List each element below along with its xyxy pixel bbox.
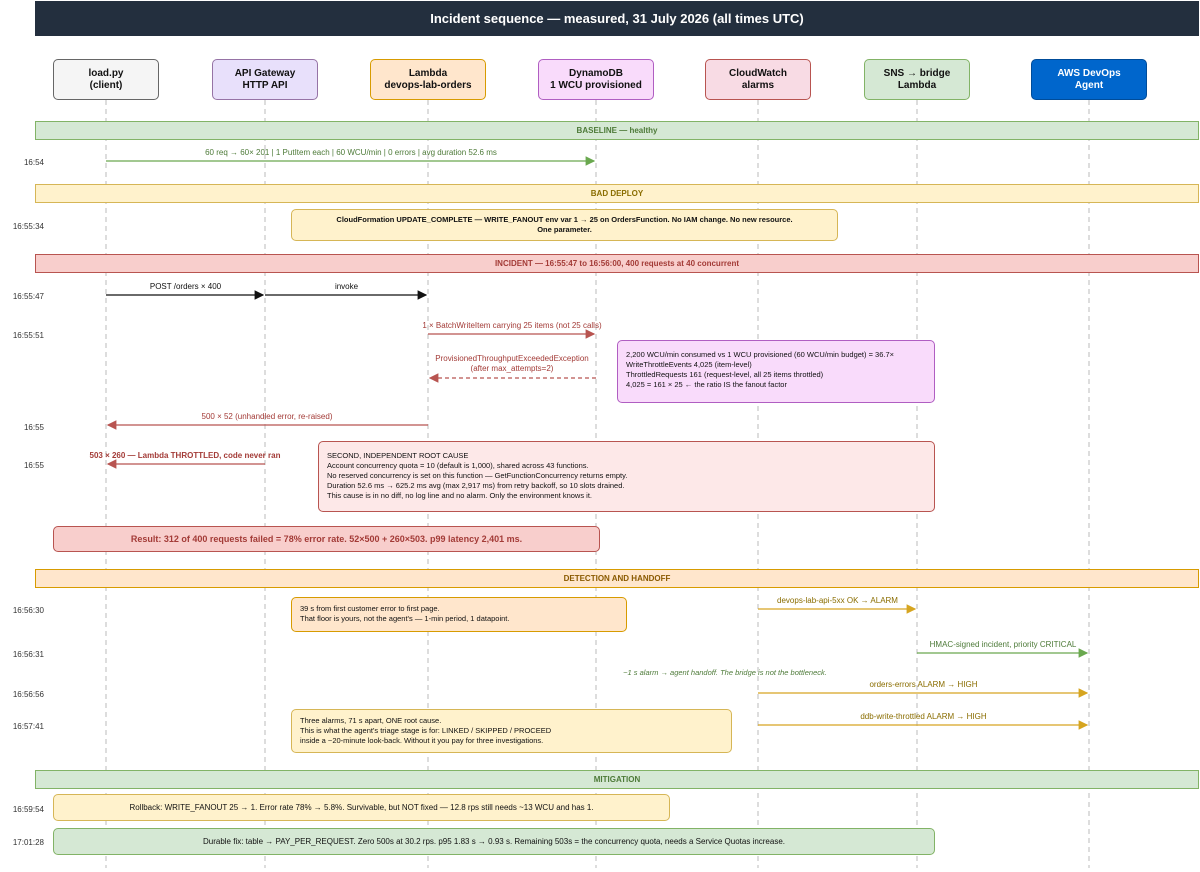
band-bad-deploy: BAD DEPLOY xyxy=(35,184,1199,203)
actor-client-sub: (client) xyxy=(89,79,123,91)
actor-cloudwatch-sub: alarms xyxy=(741,79,775,91)
msg-orders-errors: orders-errors ALARM → HIGH xyxy=(869,680,978,689)
note-deploy: CloudFormation UPDATE_COMPLETE — WRITE_F… xyxy=(291,209,838,241)
note-rollback: Rollback: WRITE_FANOUT 25 → 1. Error rat… xyxy=(53,794,670,821)
actor-dynamodb-name: DynamoDB xyxy=(569,67,623,79)
note-root-cause-line: This cause is in no diff, no log line an… xyxy=(327,491,593,500)
time-label: 16:56:56 xyxy=(12,690,44,699)
time-label: 16:55:51 xyxy=(12,331,44,340)
time-label: 16:56:30 xyxy=(12,606,44,615)
actor-lambda: Lambda devops-lab-orders xyxy=(370,59,486,100)
actor-dynamodb-sub: 1 WCU provisioned xyxy=(550,79,642,91)
msg-hmac: HMAC-signed incident, priority CRITICAL xyxy=(929,640,1077,649)
msg-500: 500 × 52 (unhandled error, re-raised) xyxy=(201,412,333,421)
time-label: 16:55 xyxy=(23,461,44,470)
note-first-page-line: That floor is yours, not the agent's — 1… xyxy=(300,614,510,623)
actor-api-gateway-name: API Gateway xyxy=(234,67,296,79)
diagram-title: Incident sequence — measured, 31 July 20… xyxy=(35,1,1199,36)
msg-baseline: 60 req → 60× 201 | 1 PutItem each | 60 W… xyxy=(205,148,497,157)
note-wcu-line: WriteThrottleEvents 4,025 (item-level) xyxy=(626,360,752,369)
msg-handoff: ~1 s alarm → agent handoff. The bridge i… xyxy=(623,668,827,677)
actor-sns-bridge-name: SNS → bridge xyxy=(883,67,951,79)
actor-lambda-sub: devops-lab-orders xyxy=(384,79,472,91)
time-label: 16:54 xyxy=(23,158,44,167)
note-wcu-line: ThrottledRequests 161 (request-level, al… xyxy=(626,370,824,379)
time-label: 16:57:41 xyxy=(12,722,44,731)
note-three-alarms-line: This is what the agent's triage stage is… xyxy=(300,726,552,735)
note-wcu-line: 4,025 = 161 × 25 ← the ratio IS the fano… xyxy=(626,380,787,389)
actor-cloudwatch: CloudWatch alarms xyxy=(705,59,811,100)
actor-client: load.py (client) xyxy=(53,59,159,100)
msg-exception: ProvisionedThroughputExceededException (… xyxy=(420,354,604,374)
msg-503: 503 × 260 — Lambda THROTTLED, code never… xyxy=(89,451,281,460)
time-label: 17:01:28 xyxy=(12,838,44,847)
note-root-cause-line: Account concurrency quota = 10 (default … xyxy=(327,461,589,470)
msg-alarm-5xx: devops-lab-api-5xx OK → ALARM xyxy=(777,596,898,605)
note-root-cause-line: No reserved concurrency is set on this f… xyxy=(327,471,628,480)
note-three-alarms-line: inside a ~20-minute look-back. Without i… xyxy=(300,736,544,745)
actor-api-gateway-sub: HTTP API xyxy=(242,79,288,91)
note-root-cause-line: Duration 52.6 ms → 625.2 ms avg (max 2,9… xyxy=(327,481,625,490)
note-root-cause-line: SECOND, INDEPENDENT ROOT CAUSE xyxy=(327,451,469,460)
note-three-alarms-line: Three alarms, 71 s apart, ONE root cause… xyxy=(300,716,442,725)
band-baseline: BASELINE — healthy xyxy=(35,121,1199,140)
msg-exception-line2: (after max_attempts=2) xyxy=(470,364,554,373)
note-durable-fix: Durable fix: table → PAY_PER_REQUEST. Ze… xyxy=(53,828,935,855)
actor-sns-bridge: SNS → bridge Lambda xyxy=(864,59,970,100)
actor-dynamodb: DynamoDB 1 WCU provisioned xyxy=(538,59,654,100)
note-wcu-throttle: 2,200 WCU/min consumed vs 1 WCU provisio… xyxy=(617,340,935,403)
actor-lambda-name: Lambda xyxy=(408,67,448,79)
actor-cloudwatch-name: CloudWatch xyxy=(729,67,787,79)
actor-client-name: load.py xyxy=(88,67,124,79)
band-detection: DETECTION AND HANDOFF xyxy=(35,569,1199,588)
msg-exception-line1: ProvisionedThroughputExceededException xyxy=(435,354,589,363)
note-first-page: 39 s from first customer error to first … xyxy=(291,597,627,632)
actor-devops-agent-name: AWS DevOps xyxy=(1057,67,1121,79)
time-label: 16:56:31 xyxy=(12,650,44,659)
band-mitigation: MITIGATION xyxy=(35,770,1199,789)
time-label: 16:55:47 xyxy=(12,292,44,301)
note-deploy-line1: CloudFormation UPDATE_COMPLETE — WRITE_F… xyxy=(336,215,793,224)
note-first-page-line: 39 s from first customer error to first … xyxy=(300,604,440,613)
band-incident: INCIDENT — 16:55:47 to 16:56:00, 400 req… xyxy=(35,254,1199,273)
time-label: 16:55 xyxy=(23,423,44,432)
time-label: 16:59:54 xyxy=(12,805,44,814)
note-root-cause: SECOND, INDEPENDENT ROOT CAUSE Account c… xyxy=(318,441,935,512)
actor-devops-agent-sub: Agent xyxy=(1074,79,1104,91)
note-wcu-line: 2,200 WCU/min consumed vs 1 WCU provisio… xyxy=(626,350,895,359)
actor-devops-agent: AWS DevOps Agent xyxy=(1031,59,1147,100)
msg-post: POST /orders × 400 xyxy=(149,282,222,291)
actor-api-gateway: API Gateway HTTP API xyxy=(212,59,318,100)
msg-batch: 1 × BatchWriteItem carrying 25 items (no… xyxy=(422,321,602,330)
time-label: 16:55:34 xyxy=(12,222,44,231)
note-three-alarms: Three alarms, 71 s apart, ONE root cause… xyxy=(291,709,732,753)
actor-sns-bridge-sub: Lambda xyxy=(897,79,937,91)
note-result: Result: 312 of 400 requests failed = 78%… xyxy=(53,526,600,552)
note-deploy-line2: One parameter. xyxy=(537,225,592,234)
msg-ddb-throttle: ddb-write-throttled ALARM → HIGH xyxy=(860,712,987,721)
msg-invoke: invoke xyxy=(334,282,359,291)
